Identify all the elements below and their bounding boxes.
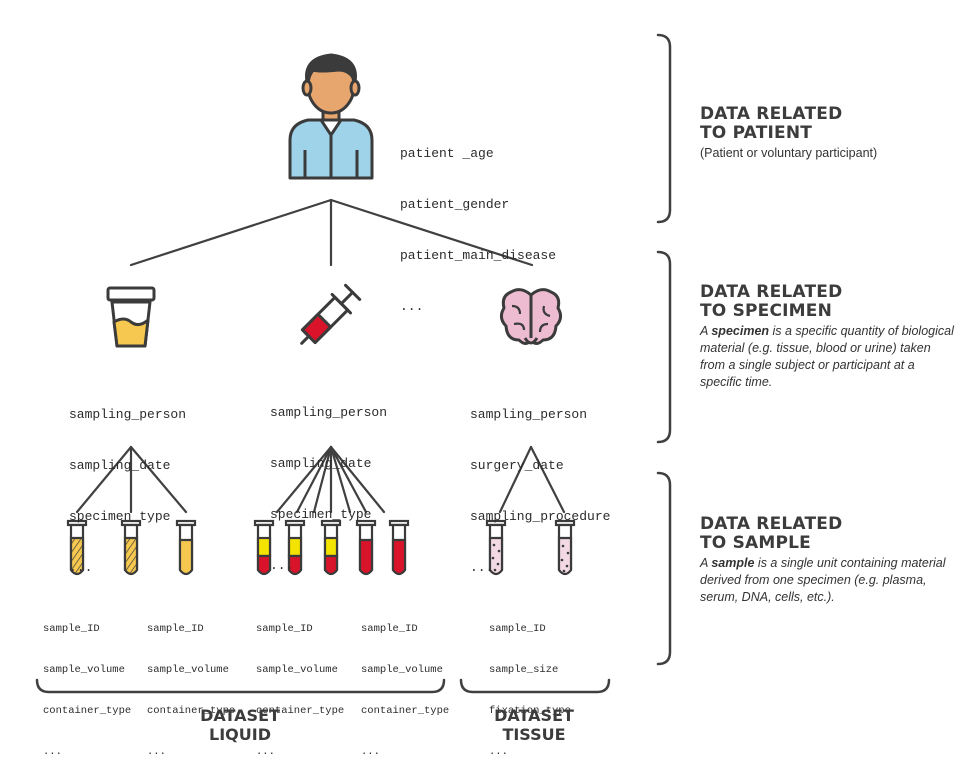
- sample-field: sample_ID: [361, 623, 418, 636]
- sample-fields-1: sample_ID sample_volume container_type .…: [43, 596, 131, 773]
- sample-desc-pre: A: [700, 556, 712, 570]
- specimen-field: ...: [470, 560, 494, 575]
- tissue-particles: [491, 543, 570, 573]
- specimen-field: ...: [69, 560, 93, 575]
- brain-icon: [499, 288, 563, 345]
- sample-field: container_type: [43, 704, 132, 717]
- specimen-desc-term: specimen: [711, 324, 770, 338]
- patient-heading-line2: TO PATIENT: [700, 123, 813, 143]
- urine-tube-2: [120, 519, 142, 576]
- sample-field: ...: [147, 745, 166, 758]
- specimen-desc-post: is a specific quantity of biological mat…: [700, 324, 954, 389]
- sample-desc-term: sample: [711, 556, 755, 570]
- specimen-fields-tissue: sampling_person surgery_date sampling_pr…: [470, 372, 610, 593]
- blood-tube-4: [355, 519, 377, 576]
- specimen-description: A specimen is a specific quantity of bio…: [700, 323, 958, 391]
- tissue-tube-2: [554, 519, 576, 576]
- specimen-field: sampling_date: [270, 456, 372, 471]
- patient-field: ...: [400, 299, 424, 314]
- sample-field: sample_volume: [43, 663, 125, 676]
- urine-cup-icon: [106, 286, 156, 348]
- dataset-tissue-label: DATASET TISSUE: [474, 706, 594, 744]
- specimen-desc-pre: A: [700, 324, 712, 338]
- sample-field: sample_ID: [256, 623, 313, 636]
- sample-fields-2: sample_ID sample_volume container_type .…: [147, 596, 235, 773]
- urine-tube-3: [175, 519, 197, 576]
- sample-description: A sample is a single unit containing mat…: [700, 555, 958, 606]
- patient-field: patient_gender: [400, 197, 510, 212]
- sample-field: sample_volume: [361, 663, 443, 676]
- sample-field: container_type: [361, 704, 450, 717]
- patient-level-label: DATA RELATED TO PATIENT (Patient or volu…: [700, 105, 960, 162]
- dataset-liquid-label: DATASET LIQUID: [180, 706, 300, 744]
- sample-fields-3: sample_ID sample_volume container_type .…: [256, 596, 344, 773]
- person-icon: [288, 53, 374, 180]
- specimen-heading-line1: DATA RELATED: [700, 282, 843, 302]
- patient-heading-line1: DATA RELATED: [700, 104, 843, 124]
- sample-level-label: DATA RELATED TO SAMPLE A sample is a sin…: [700, 515, 958, 606]
- patient-fields: patient _age patient_gender patient_main…: [400, 111, 556, 332]
- sample-field: sample_volume: [147, 663, 229, 676]
- sample-field: container_type: [256, 704, 345, 717]
- sample-field: container_type: [147, 704, 236, 717]
- sample-field: sample_ID: [147, 623, 204, 636]
- sample-field: sample_ID: [43, 623, 100, 636]
- sample-tubes: [66, 519, 576, 576]
- blood-tube-2: [284, 519, 306, 576]
- specimen-field: sampling_procedure: [470, 509, 611, 524]
- sample-field: sample_ID: [489, 623, 546, 636]
- patient-field: patient_main_disease: [400, 248, 557, 263]
- sample-fields-5: sample_ID sample_size fixation_type ...: [489, 596, 571, 773]
- specimen-field: sampling_date: [69, 458, 171, 473]
- specimen-field: sampling_person: [270, 405, 388, 420]
- specimen-fields-urine: sampling_person sampling_date specimen_t…: [69, 372, 186, 593]
- sample-field: ...: [43, 745, 62, 758]
- sample-field: fixation_type: [489, 704, 571, 717]
- sample-field: sample_volume: [256, 663, 338, 676]
- specimen-field: surgery_date: [470, 458, 564, 473]
- blood-tube-5: [388, 519, 410, 576]
- specimen-field: specimen_type: [69, 509, 171, 524]
- level-brackets: [656, 33, 672, 666]
- specimen-level-label: DATA RELATED TO SPECIMEN A specimen is a…: [700, 283, 958, 391]
- specimen-fields-blood: sampling_person sampling_date specimen_t…: [270, 370, 387, 591]
- specimen-field: sampling_person: [69, 407, 187, 422]
- specimen-field: specimen_type: [270, 507, 372, 522]
- specimen-field: ...: [270, 558, 294, 573]
- sample-field: ...: [489, 745, 508, 758]
- patient-field: patient _age: [400, 146, 494, 161]
- sample-field: ...: [361, 745, 380, 758]
- dataset-liquid-line1: DATASET: [200, 706, 280, 725]
- sample-desc-post: is a single unit containing material der…: [700, 556, 946, 604]
- sample-fields-4: sample_ID sample_volume container_type .…: [361, 596, 449, 773]
- dataset-tissue-line2: TISSUE: [502, 725, 566, 744]
- specimen-heading-line2: TO SPECIMEN: [700, 301, 833, 321]
- specimen-field: sampling_person: [470, 407, 588, 422]
- sample-heading-line2: TO SAMPLE: [700, 533, 811, 553]
- urine-tube-1: [66, 519, 88, 576]
- sample-field: sample_size: [489, 663, 559, 676]
- dataset-brackets: [35, 678, 611, 694]
- dataset-tissue-line1: DATASET: [494, 706, 574, 725]
- dataset-liquid-line2: LIQUID: [209, 725, 271, 744]
- blood-tube-1: [253, 519, 275, 576]
- sample-heading-line1: DATA RELATED: [700, 514, 843, 534]
- tissue-tube-1: [485, 519, 507, 576]
- patient-description: (Patient or voluntary participant): [700, 146, 878, 160]
- tree-connectors: [75, 198, 566, 514]
- syringe-icon: [300, 283, 362, 345]
- sample-field: ...: [256, 745, 275, 758]
- blood-tube-3: [320, 519, 342, 576]
